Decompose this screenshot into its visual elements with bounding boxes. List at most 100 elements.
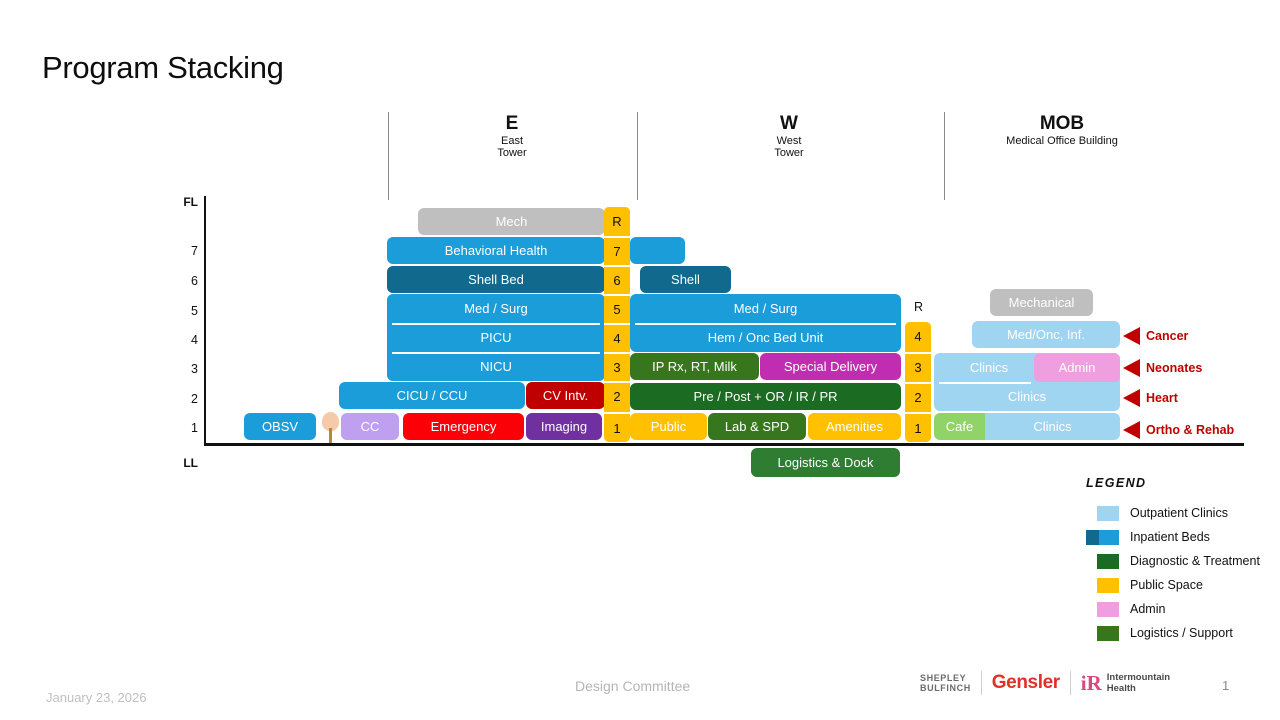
- bar-mob-clinics-2[interactable]: Clinics: [934, 382, 1120, 411]
- tower-sub-west-2: Tower: [774, 147, 804, 159]
- tower-sub-mob-1: Medical Office Building: [1006, 135, 1118, 147]
- bar-west-public[interactable]: Public: [630, 413, 707, 440]
- spine-west-3[interactable]: 3: [905, 352, 931, 381]
- axis-floor-5: 5: [191, 304, 198, 318]
- spine-west-r-tag: R: [914, 300, 924, 314]
- bar-label: NICU: [480, 359, 512, 374]
- callout-cancer: Cancer: [1146, 329, 1189, 343]
- bar-label: Public: [650, 419, 687, 434]
- divider-west-5-4: [635, 323, 896, 325]
- bar-label: Shell: [671, 272, 700, 287]
- bar-west-special-delivery[interactable]: Special Delivery: [760, 353, 901, 380]
- bar-east-imaging[interactable]: Imaging: [526, 413, 602, 440]
- callout-ortho-rehab: Ortho & Rehab: [1146, 423, 1235, 437]
- bar-west-lab-spd[interactable]: Lab & SPD: [708, 413, 806, 440]
- bar-east-mech[interactable]: Mech: [418, 208, 605, 235]
- callout-neonates: Neonates: [1146, 361, 1203, 375]
- bar-west-shell[interactable]: Shell: [640, 266, 731, 293]
- legend-swatch: [1097, 625, 1119, 641]
- spine-east-7[interactable]: 7: [604, 236, 630, 265]
- bar-label: Hem / Onc Bed Unit: [707, 330, 824, 345]
- bar-mob-admin[interactable]: Admin: [1034, 353, 1120, 382]
- bar-east-picu[interactable]: PICU: [387, 323, 605, 352]
- tower-code-east: E: [505, 113, 519, 134]
- bar-label: Mech: [495, 214, 528, 229]
- legend-label: Outpatient Clinics: [1130, 506, 1228, 520]
- bar-east-cv-intv[interactable]: CV Intv.: [526, 382, 605, 409]
- spine-east-R[interactable]: R: [604, 207, 630, 236]
- bar-west-pre-post-or[interactable]: Pre / Post + OR / IR / PR: [630, 383, 901, 410]
- tree-crown-icon: [322, 412, 339, 431]
- legend-item-diagnostic-treatment: Diagnostic & Treatment: [1086, 549, 1276, 573]
- bar-west-med-surg[interactable]: Med / Surg: [630, 294, 901, 323]
- bar-label: Amenities: [825, 419, 884, 434]
- legend-label: Inpatient Beds: [1130, 530, 1210, 544]
- legend-swatch: [1086, 529, 1119, 545]
- divider-east-4-3: [392, 352, 600, 354]
- spine-east-2[interactable]: 2: [604, 381, 630, 410]
- spine-west-1[interactable]: 1: [905, 412, 931, 442]
- bar-west-hem-onc[interactable]: Hem / Onc Bed Unit: [630, 323, 901, 352]
- spine-east-3[interactable]: 3: [604, 352, 630, 381]
- bar-label: Lab & SPD: [724, 419, 790, 434]
- divider-mob-3-2: [939, 382, 1031, 384]
- bar-east-emergency[interactable]: Emergency: [403, 413, 524, 440]
- bar-label: CC: [360, 419, 380, 434]
- tower-divider-mid: [637, 112, 638, 200]
- bar-label: Cafe: [945, 419, 974, 434]
- spine-west-2[interactable]: 2: [905, 382, 931, 411]
- tree-icon: [322, 412, 340, 443]
- bar-east-behavioral-health[interactable]: Behavioral Health: [387, 237, 605, 264]
- arrow-heart-icon: [1123, 389, 1140, 407]
- tower-sub-east-2: Tower: [497, 147, 527, 159]
- page-number: 1: [1222, 678, 1230, 693]
- footer-subtitle: Design Committee: [575, 678, 691, 694]
- axis-line: [204, 196, 206, 444]
- arrow-ortho-rehab-icon: [1123, 421, 1140, 439]
- spine-west-4[interactable]: 4: [905, 322, 931, 351]
- tower-header-west: W West Tower: [689, 113, 889, 159]
- bar-east-cc[interactable]: CC: [341, 413, 399, 440]
- bar-mob-med-onc-inf[interactable]: Med/Onc, Inf.: [972, 321, 1120, 348]
- bar-mob-clinics-3[interactable]: Clinics: [934, 353, 1044, 382]
- legend-swatch: [1097, 601, 1119, 617]
- legend-swatch-light: [1099, 529, 1119, 545]
- legend-item-inpatient-beds: Inpatient Beds: [1086, 525, 1276, 549]
- bar-east-level7-extension[interactable]: [630, 237, 685, 264]
- legend-label: Logistics / Support: [1130, 626, 1233, 640]
- legend-swatch: [1097, 553, 1119, 569]
- spine-east-1[interactable]: 1: [604, 412, 630, 442]
- bar-label: Admin: [1058, 360, 1096, 375]
- divider-east-5-4: [392, 323, 600, 325]
- tower-code-west: W: [780, 113, 798, 134]
- legend-item-logistics-support: Logistics / Support: [1086, 621, 1276, 645]
- arrow-cancer-icon: [1123, 327, 1140, 345]
- intermountain-line-2: Health: [1106, 683, 1136, 694]
- legend-swatch: [1097, 505, 1119, 521]
- bar-mob-clinics-1[interactable]: Clinics: [985, 413, 1120, 440]
- axis-floor-6: 6: [191, 274, 198, 288]
- logo-bar: SHEPLEY BULFINCH Gensler iR Intermountai…: [920, 668, 1170, 698]
- tower-sub-east-1: East: [500, 135, 523, 147]
- bar-west-ip-rx[interactable]: IP Rx, RT, Milk: [630, 353, 759, 380]
- bar-east-cicu-ccu[interactable]: CICU / CCU: [339, 382, 525, 409]
- spine-east-5[interactable]: 5: [604, 294, 630, 323]
- spine-east-4[interactable]: 4: [604, 323, 630, 352]
- bar-east-nicu[interactable]: NICU: [387, 352, 605, 381]
- bar-east-shell-bed[interactable]: Shell Bed: [387, 266, 605, 293]
- tower-header-east: E East Tower: [412, 113, 612, 159]
- bar-west-amenities[interactable]: Amenities: [808, 413, 901, 440]
- tower-divider-left: [388, 112, 389, 200]
- intermountain-mark-icon: iR: [1080, 671, 1102, 695]
- bar-mob-cafe[interactable]: Cafe: [934, 413, 985, 440]
- bar-east-med-surg[interactable]: Med / Surg: [387, 294, 605, 323]
- floor-axis-labels: FL 7 6 5 4 3 2 1 LL: [140, 190, 198, 480]
- baseline: [204, 443, 1244, 446]
- bar-east-obsv[interactable]: OBSV: [244, 413, 316, 440]
- tower-header-mob: MOB Medical Office Building: [962, 113, 1162, 147]
- bar-logistics-dock[interactable]: Logistics & Dock: [751, 448, 900, 477]
- intermountain-wordmark: Intermountain Health: [1107, 672, 1170, 694]
- bar-mob-mechanical[interactable]: Mechanical: [990, 289, 1093, 316]
- legend-item-public-space: Public Space: [1086, 573, 1276, 597]
- spine-east-6[interactable]: 6: [604, 265, 630, 294]
